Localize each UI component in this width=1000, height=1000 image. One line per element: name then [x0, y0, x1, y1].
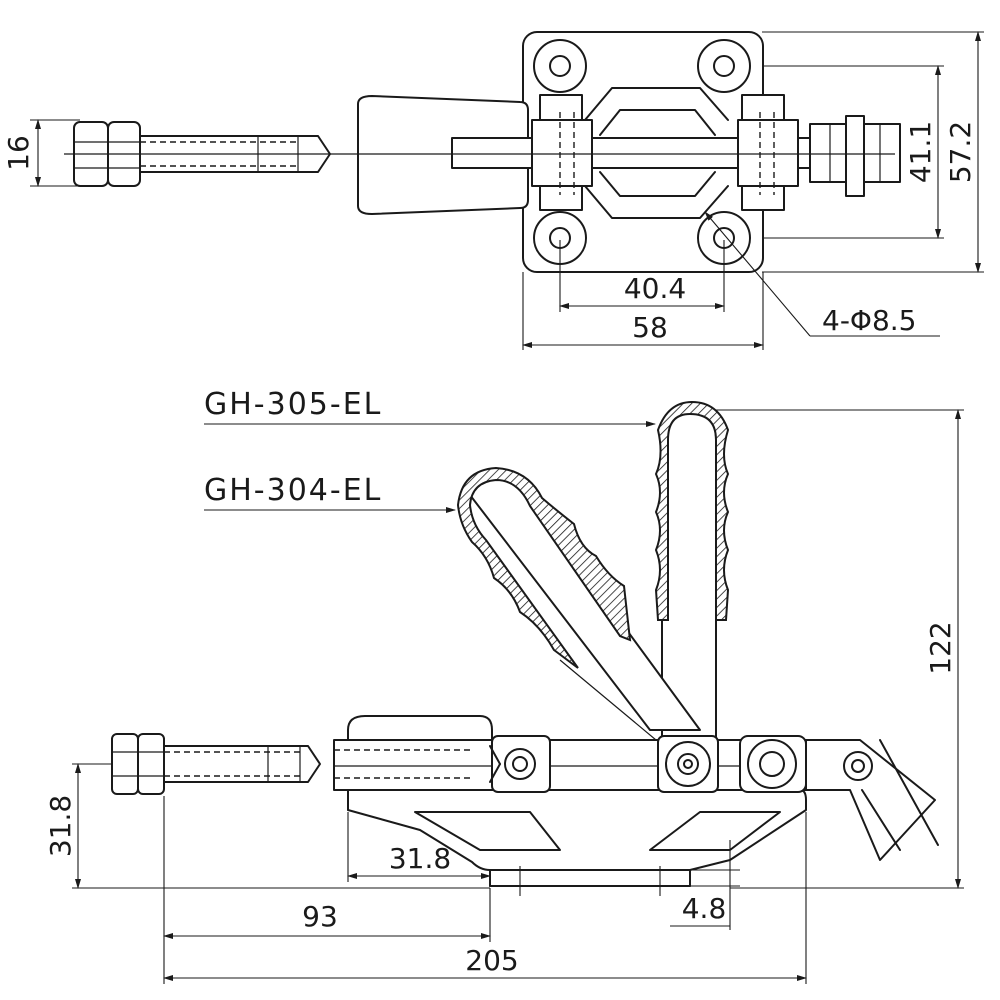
linkage-frame — [584, 87, 729, 219]
dim-height-inner-label: 41.1 — [904, 121, 937, 183]
dim-base-height-label: 31.8 — [44, 795, 77, 857]
handle-block — [357, 95, 529, 215]
hole-callout-label: 4-Φ8.5 — [822, 304, 917, 337]
dim-length-total-label: 205 — [465, 944, 518, 977]
dim-height-outer-label: 57.2 — [944, 121, 977, 183]
plunger-rod-side — [333, 739, 815, 791]
threaded-spindle-side — [163, 745, 321, 783]
dim-plate-thickness-label: 4.8 — [682, 892, 727, 925]
grip-upright — [654, 400, 730, 621]
model-upright-label: GH-305-EL — [204, 387, 382, 422]
model-angled-label: GH-304-EL — [204, 473, 382, 508]
dim-width-outer-label: 58 — [632, 311, 668, 344]
top-view: 16 41.1 57.2 40.4 58 4-Φ8.5 — [2, 31, 984, 350]
dim-base-offset-label: 31.8 — [389, 842, 451, 875]
dim-height-total-label: 122 — [924, 621, 957, 674]
dim-rod-label: 16 — [2, 135, 35, 171]
hex-nuts-side — [111, 733, 165, 795]
mounting-holes — [533, 39, 751, 265]
grip-angled — [456, 466, 632, 669]
dim-width-inner-label: 40.4 — [624, 272, 686, 305]
side-view: GH-305-EL GH-304-EL 122 31.8 31.8 4.8 93 — [44, 387, 964, 984]
dim-stroke-label: 93 — [302, 900, 338, 933]
